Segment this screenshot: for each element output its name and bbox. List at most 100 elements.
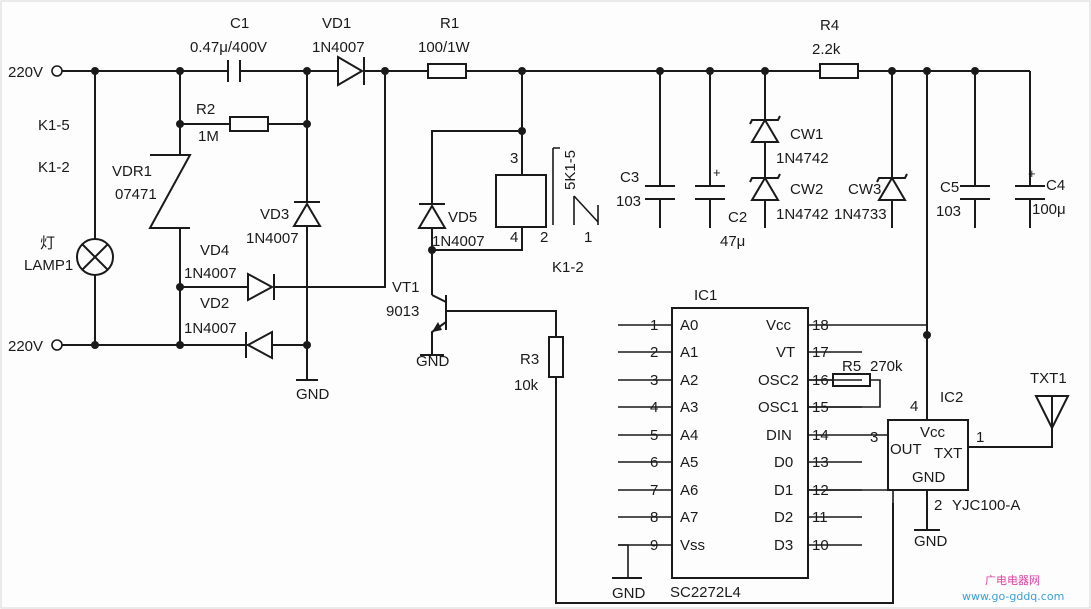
ic1-pin5-name: A4 bbox=[680, 427, 698, 444]
ic1-pin11-num: 11 bbox=[812, 509, 828, 526]
ic2-gnd: GND bbox=[912, 469, 946, 486]
c5-ref: C5 bbox=[940, 179, 959, 196]
gnd-ic1-label: GND bbox=[612, 585, 646, 602]
wire-vss bbox=[618, 544, 629, 578]
transistor-vt1-arrow bbox=[432, 322, 442, 332]
ic1-pin7-name: A6 bbox=[680, 482, 698, 499]
relay-pin-4: 4 bbox=[510, 229, 518, 246]
lamp-cross bbox=[81, 243, 109, 271]
ic1-pin17-name: VT bbox=[776, 344, 795, 361]
cw2-value: 1N4742 bbox=[776, 206, 829, 223]
vt1-value: 9013 bbox=[386, 303, 419, 320]
vd5-ref: VD5 bbox=[448, 209, 477, 226]
k1-2-bottom-label: K1-2 bbox=[552, 259, 584, 276]
cw1-ref: CW1 bbox=[790, 126, 823, 143]
ic1-pin3-num: 3 bbox=[650, 372, 658, 389]
zener-cw3-bar bbox=[876, 173, 908, 183]
ic1-pin10-name: D3 bbox=[774, 537, 793, 554]
relay-contact-line bbox=[552, 147, 560, 225]
k1-5-label: K1-5 bbox=[38, 117, 70, 134]
relay-coil bbox=[495, 174, 547, 228]
ic1-left-pins bbox=[618, 324, 672, 546]
ic1-pin14-name: DIN bbox=[766, 427, 792, 444]
r2-ref: R2 bbox=[196, 101, 215, 118]
vd1-ref: VD1 bbox=[322, 15, 351, 32]
ic1-pin4-num: 4 bbox=[650, 399, 658, 416]
vdr1-ref: VDR1 bbox=[112, 163, 152, 180]
antenna-symbol bbox=[1034, 395, 1070, 431]
ic1-pin6-name: A5 bbox=[680, 454, 698, 471]
cw3-ref: CW3 bbox=[848, 181, 881, 198]
ic2-part: YJC100-A bbox=[952, 497, 1020, 514]
capacitor-c2 bbox=[695, 185, 725, 200]
lamp-ref: LAMP1 bbox=[24, 257, 73, 274]
ic1-pin18-name: Vcc bbox=[766, 317, 792, 334]
r1-ref: R1 bbox=[440, 15, 459, 32]
wire-r3-d1 bbox=[555, 377, 894, 604]
r3-ref: R3 bbox=[520, 351, 539, 368]
ic1-pin14-num: 14 bbox=[812, 427, 829, 444]
ic2-pin2: 2 bbox=[934, 497, 942, 514]
c2-plus: + bbox=[713, 165, 721, 180]
junction-b1 bbox=[91, 341, 99, 349]
ic2-ref: IC2 bbox=[940, 389, 963, 406]
ic1-pin9-num: 9 bbox=[650, 537, 658, 554]
zener-cw3 bbox=[877, 176, 907, 201]
wire-coil-bottom bbox=[432, 227, 523, 251]
r5-value: 270k bbox=[870, 358, 903, 375]
ic2-vcc: Vcc bbox=[920, 424, 946, 441]
zener-cw1 bbox=[750, 118, 780, 143]
zener-cw2-bar bbox=[749, 173, 781, 183]
wire-antenna bbox=[968, 396, 1053, 448]
lamp-name: 灯 bbox=[40, 235, 55, 252]
watermark-title: 广电电器网 bbox=[985, 574, 1040, 587]
wire-vt1-collector bbox=[431, 294, 447, 303]
ic1-ref: IC1 bbox=[694, 287, 717, 304]
c2-ref: C2 bbox=[728, 209, 747, 226]
ic1-pin8-num: 8 bbox=[650, 509, 658, 526]
ic1-pin7-num: 7 bbox=[650, 482, 658, 499]
vt1-ref: VT1 bbox=[392, 279, 420, 296]
ic2-pin4: 4 bbox=[910, 398, 918, 415]
ic1-pin9-name: Vss bbox=[680, 537, 705, 554]
capacitor-c3 bbox=[645, 185, 675, 200]
ic1-pin11-name: D2 bbox=[774, 509, 793, 526]
c4-ref: C4 bbox=[1046, 177, 1065, 194]
wire-vt1-base bbox=[446, 310, 557, 337]
r4-value: 2.2k bbox=[812, 41, 841, 58]
ic1-pin4-name: A3 bbox=[680, 399, 698, 416]
r3-value: 10k bbox=[514, 377, 539, 394]
vd2-ref: VD2 bbox=[200, 295, 229, 312]
ic1-pin2-name: A1 bbox=[680, 344, 698, 361]
r5-ref: R5 bbox=[842, 358, 861, 375]
k1-2-label: K1-2 bbox=[38, 159, 70, 176]
relay-pin-3: 3 bbox=[510, 150, 518, 167]
ic1-pin18-num: 18 bbox=[812, 317, 829, 334]
wire-r5 bbox=[808, 379, 881, 408]
gnd-vt1-label: GND bbox=[416, 353, 450, 370]
r4-ref: R4 bbox=[820, 17, 839, 34]
terminal-top bbox=[51, 65, 63, 77]
diode-vd5 bbox=[417, 204, 447, 229]
ic2-pin3: 3 bbox=[870, 429, 878, 446]
ic1-pin3-name: A2 bbox=[680, 372, 698, 389]
capacitor-c4 bbox=[1015, 185, 1045, 200]
c5-value: 103 bbox=[936, 203, 961, 220]
cw1-value: 1N4742 bbox=[776, 150, 829, 167]
ic1-pin2-num: 2 bbox=[650, 344, 658, 361]
r2-value: 1M bbox=[198, 128, 219, 145]
c1-value: 0.47μ/400V bbox=[190, 39, 267, 56]
terminal-top-label: 220V bbox=[8, 64, 43, 81]
ic1-pin12-num: 12 bbox=[812, 482, 829, 499]
vdr1-value: 07471 bbox=[115, 186, 157, 203]
ic2-txt: TXT bbox=[934, 445, 962, 462]
ic1-pin8-name: A7 bbox=[680, 509, 698, 526]
capacitor-c5 bbox=[960, 185, 990, 200]
ic1-pin13-num: 13 bbox=[812, 454, 829, 471]
c3-value: 103 bbox=[616, 193, 641, 210]
diode-vd4 bbox=[247, 272, 275, 302]
ic1-pin1-num: 1 bbox=[650, 317, 658, 334]
diode-vd3 bbox=[292, 202, 322, 227]
c4-value: 100μ bbox=[1032, 201, 1066, 218]
